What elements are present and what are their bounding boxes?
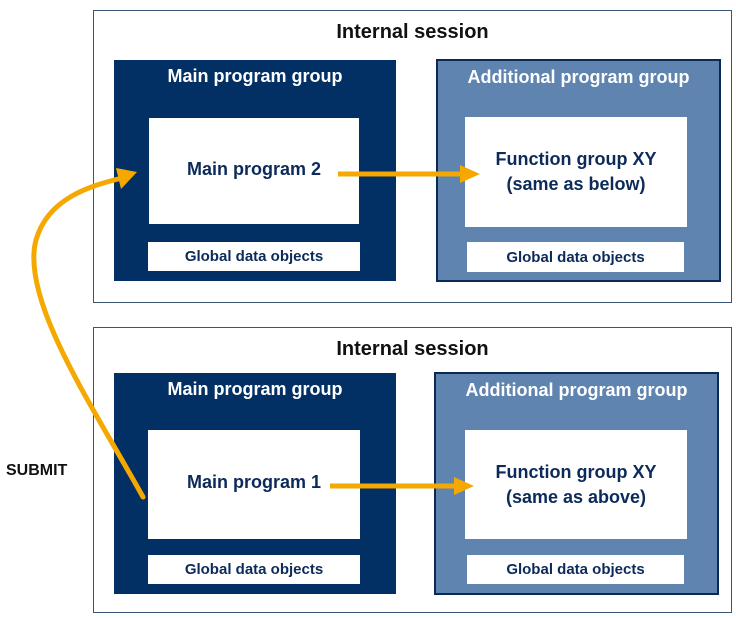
group-title: Additional program group xyxy=(467,67,690,87)
function-group-box: Function group XY (same as above) xyxy=(465,430,687,539)
group-title: Main program group xyxy=(167,66,343,86)
main-program-box: Main program 1 xyxy=(148,430,360,539)
main-program-box: Main program 2 xyxy=(149,118,359,224)
group-title: Main program group xyxy=(167,379,343,399)
global-data-objects-box: Global data objects xyxy=(467,555,684,584)
global-data-objects-box: Global data objects xyxy=(148,555,360,584)
global-data-objects-box: Global data objects xyxy=(467,242,684,272)
function-group-label: Function group XY xyxy=(495,149,657,169)
session-title: Internal session xyxy=(336,338,489,360)
submit-label: SUBMIT xyxy=(6,462,68,479)
global-data-objects-box: Global data objects xyxy=(148,242,360,271)
function-group-note: (same as below) xyxy=(506,174,646,194)
main-program-label: Main program 1 xyxy=(186,472,322,492)
group-title: Additional program group xyxy=(465,380,688,400)
function-group-box: Function group XY (same as below) xyxy=(465,117,687,227)
function-group-note: (same as above) xyxy=(505,486,647,507)
function-group-label: Function group XY xyxy=(495,461,657,482)
main-program-label: Main program 2 xyxy=(186,158,322,179)
session-title: Internal session xyxy=(336,21,489,43)
